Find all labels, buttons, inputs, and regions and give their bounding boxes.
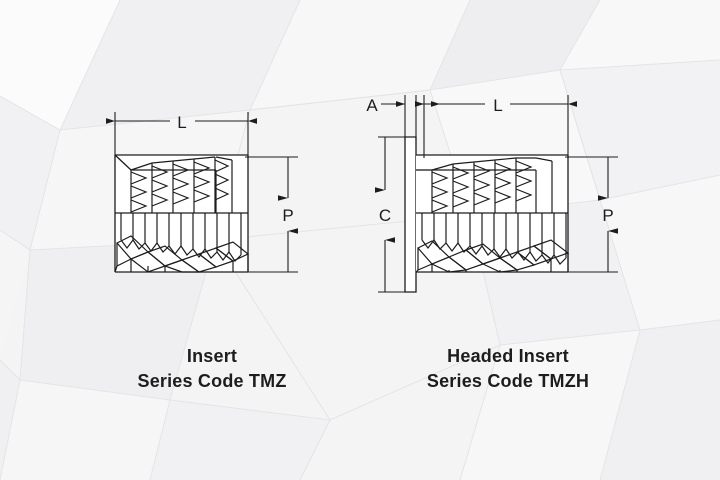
figure-insert-tmz: L P <box>106 112 298 273</box>
dimension-L-right <box>415 95 577 158</box>
figure-headed-insert-tmzh: A L C P <box>366 95 618 293</box>
caption-headed-insert-tmzh-series: Series Code TMZH <box>426 371 590 391</box>
caption-headed-insert-tmzh: Headed Insert Series Code TMZH <box>358 344 658 394</box>
dimension-P-left <box>245 156 298 273</box>
dimension-label-L-right: L <box>493 96 502 115</box>
dimension-label-P-left: P <box>282 206 293 225</box>
caption-headed-insert-tmzh-title: Headed Insert <box>447 346 569 366</box>
dimension-L-left <box>106 112 257 158</box>
headed-insert-flange <box>404 136 417 293</box>
insert-external-thread <box>114 213 250 273</box>
dimension-C-right <box>375 136 409 293</box>
caption-insert-tmz-series: Series Code TMZ <box>137 371 287 391</box>
dimension-A-right <box>381 95 440 140</box>
headed-insert-external-thread <box>415 213 570 273</box>
dimension-P-right <box>565 156 618 273</box>
caption-insert-tmz: Insert Series Code TMZ <box>62 344 362 394</box>
dimension-label-A-right: A <box>366 96 378 115</box>
insert-internal-thread <box>130 156 233 213</box>
dimension-label-P-right: P <box>602 206 613 225</box>
caption-insert-tmz-title: Insert <box>186 346 238 366</box>
headed-insert-internal-thread <box>431 157 553 213</box>
dimension-label-C-right: C <box>379 206 391 225</box>
dimension-label-L-left: L <box>177 113 186 132</box>
